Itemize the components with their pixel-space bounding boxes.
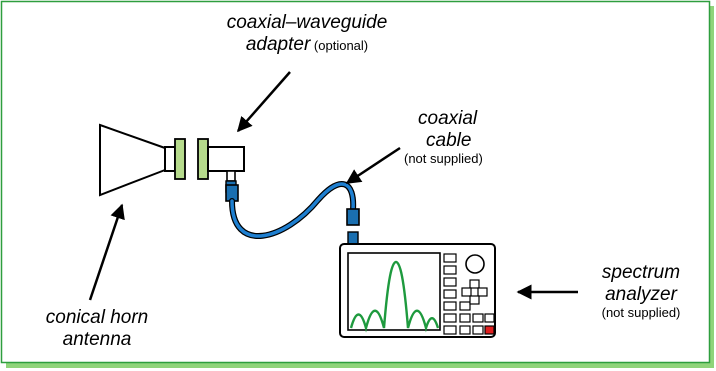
analyzer-label-line1: spectrum [601, 262, 681, 283]
cable-connector-right [346, 208, 360, 226]
adapter-flange [197, 138, 209, 180]
analyzer-screen [347, 252, 441, 331]
cable-label-line2: cable [426, 129, 472, 151]
analyzer-knob [465, 254, 485, 274]
coaxial-cable-icon [225, 181, 360, 245]
conical-horn-antenna-icon [99, 123, 186, 197]
arrow-cable [345, 146, 401, 185]
analyzer-arrow-pad [461, 279, 488, 305]
horn-flange [174, 138, 186, 180]
analyzer-soft-keys [443, 253, 471, 335]
analyzer-red-button [484, 325, 495, 335]
analyzer-input-connector [347, 231, 359, 245]
adapter-label: coaxial–waveguide adapter (optional) [212, 12, 402, 56]
horn-label: conical horn antenna [22, 307, 172, 351]
analyzer-keypad [472, 313, 495, 335]
adapter-label-note: (optional) [310, 37, 369, 53]
analyzer-label-note: (not supplied) [601, 304, 681, 320]
coaxial-waveguide-adapter-icon [197, 138, 245, 193]
cable-label-note: (not supplied) [404, 150, 483, 166]
arrow-adapter [237, 71, 291, 133]
adapter-label-line2: adapter [245, 33, 311, 55]
horn-label-line2: antenna [62, 328, 132, 350]
arrow-horn [88, 203, 125, 301]
analyzer-label: spectrum analyzer (not supplied) [584, 262, 698, 321]
analyzer-label-line2: analyzer [605, 283, 677, 305]
cable-label-line1: coaxial [418, 108, 478, 129]
spectrum-trace [349, 260, 440, 333]
spectrum-analyzer-icon [339, 243, 496, 338]
horn-label-line1: conical horn [45, 307, 149, 328]
adapter-label-line1: coaxial–waveguide [226, 12, 388, 33]
cable-label: coaxial cable (not supplied) [400, 108, 510, 167]
